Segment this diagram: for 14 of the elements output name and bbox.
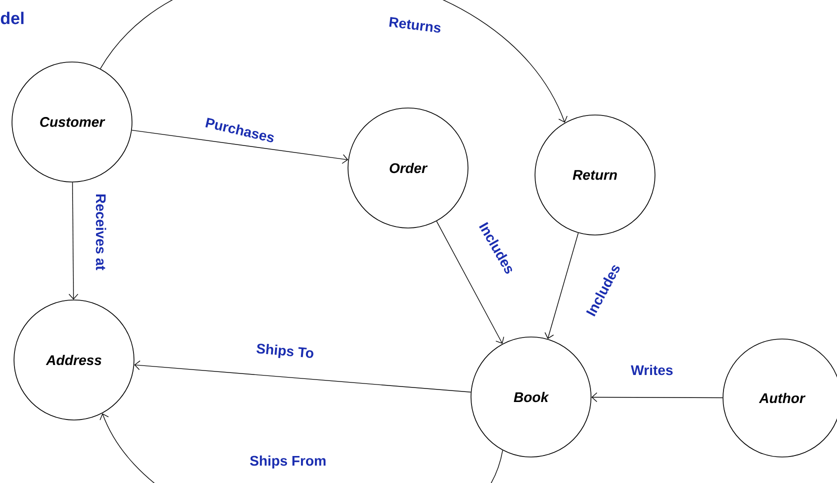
- arrow: [591, 392, 723, 402]
- arrow: [100, 0, 568, 123]
- edge-label: Receives at: [96, 194, 106, 270]
- diagram-title: del: [0, 12, 24, 24]
- edge-label: Ships From: [250, 455, 326, 468]
- arrow: [436, 220, 504, 344]
- arrow: [100, 413, 503, 483]
- arrow: [132, 130, 348, 164]
- arrow: [544, 232, 579, 339]
- edge-label: Returns: [389, 17, 441, 33]
- edge-label: Ships To: [256, 344, 314, 358]
- arrow: [68, 182, 78, 300]
- arrow: [134, 360, 472, 392]
- edge-label: Writes: [630, 364, 673, 376]
